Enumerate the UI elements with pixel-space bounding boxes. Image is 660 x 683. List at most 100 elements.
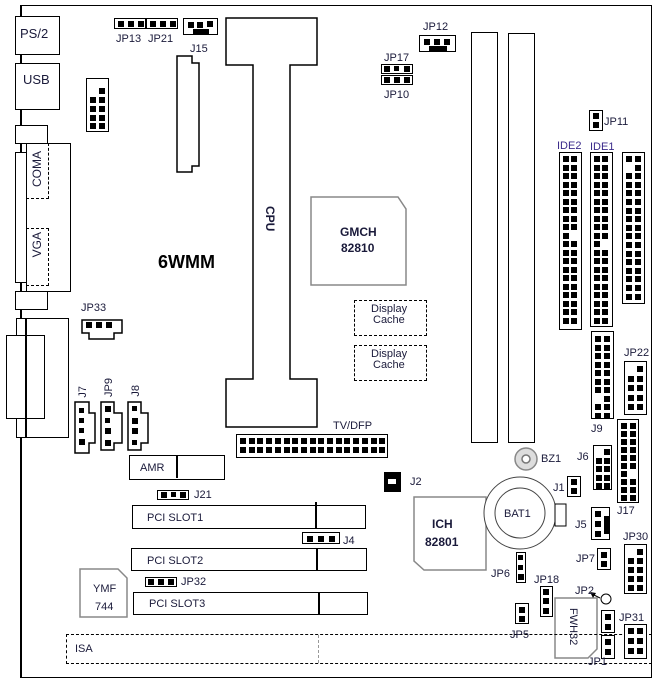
- pin: [626, 207, 632, 214]
- pin: [635, 233, 641, 240]
- jp17-header[interactable]: [381, 64, 413, 74]
- pin: [602, 224, 608, 230]
- pin: [595, 378, 601, 385]
- pin: [595, 412, 601, 419]
- pin: [594, 283, 600, 290]
- pin: [344, 447, 351, 453]
- jp11-header[interactable]: [589, 110, 603, 131]
- pin: [596, 457, 602, 464]
- pin: [604, 449, 610, 455]
- j1-label: J1: [553, 482, 565, 494]
- jp5-label: JP5: [510, 629, 529, 641]
- pin: [266, 447, 273, 453]
- jp12-header[interactable]: [419, 35, 456, 52]
- floppy-connector[interactable]: [622, 152, 645, 304]
- pci-slot-2-label: PCI SLOT2: [147, 555, 204, 567]
- j9-header[interactable]: [591, 331, 614, 419]
- pin: [571, 215, 577, 222]
- pin: [594, 198, 600, 205]
- jp33-label: JP33: [81, 302, 107, 314]
- pin: [626, 156, 632, 162]
- pin: [637, 549, 643, 555]
- jp2-header[interactable]: [601, 610, 615, 633]
- tv-dfp-connector[interactable]: [236, 434, 388, 458]
- jp31-label: JP31: [619, 612, 645, 624]
- audio-connector-stem: [25, 318, 27, 438]
- pin: [563, 300, 569, 307]
- pin: [309, 447, 316, 453]
- pin: [571, 181, 577, 188]
- jp21-header[interactable]: [146, 18, 178, 29]
- pin: [628, 567, 634, 573]
- jp5-header[interactable]: [515, 603, 529, 624]
- pin: [604, 466, 610, 472]
- cd-in-connector: [176, 55, 200, 173]
- pin: [595, 353, 601, 359]
- j1-header[interactable]: [567, 476, 581, 497]
- ide2-connector[interactable]: [559, 152, 582, 330]
- jp30-header[interactable]: [624, 544, 647, 594]
- jp1-header[interactable]: [601, 635, 615, 659]
- jp33-header: [81, 319, 123, 340]
- pin: [621, 471, 627, 477]
- jp32-header[interactable]: [145, 577, 177, 587]
- pin: [635, 199, 641, 205]
- jp31-header[interactable]: [624, 624, 647, 659]
- j7-header: [74, 401, 96, 454]
- jp13-header[interactable]: [114, 18, 146, 29]
- pin: [630, 447, 636, 453]
- amr-slot: AMR: [129, 455, 225, 480]
- pin: [594, 266, 600, 273]
- pin: [602, 266, 608, 273]
- pin: [563, 309, 569, 315]
- pin: [630, 431, 636, 437]
- usb-connector: USB: [15, 63, 60, 110]
- j5-label: J5: [575, 519, 587, 531]
- pin: [571, 300, 577, 307]
- pin: [628, 385, 634, 391]
- jp18-header[interactable]: [540, 586, 553, 617]
- j15-header[interactable]: [183, 18, 218, 35]
- pin: [292, 438, 299, 444]
- pin: [635, 156, 641, 162]
- pin: [626, 242, 632, 248]
- usb-header[interactable]: [86, 78, 109, 132]
- pin: [635, 190, 641, 197]
- jp2-jumper: [600, 593, 612, 605]
- j5-header[interactable]: [591, 507, 610, 540]
- pin: [602, 181, 608, 188]
- jp6-header[interactable]: [516, 552, 526, 583]
- j4-header[interactable]: [302, 532, 340, 544]
- pin: [628, 558, 634, 564]
- pin: [602, 317, 608, 324]
- pin: [602, 215, 608, 222]
- j6-header[interactable]: [593, 445, 612, 490]
- j21-header[interactable]: [157, 490, 189, 500]
- pin: [595, 336, 601, 342]
- j2-header[interactable]: [384, 472, 401, 492]
- pin: [630, 495, 636, 501]
- j17-header[interactable]: [617, 419, 639, 503]
- pin: [266, 438, 273, 444]
- j2-label: J2: [410, 476, 422, 488]
- pin: [621, 479, 627, 485]
- jp22-header[interactable]: [624, 361, 647, 415]
- pin: [283, 447, 290, 453]
- pin: [626, 190, 632, 197]
- pin: [594, 190, 600, 196]
- pin: [240, 447, 246, 453]
- pin: [563, 207, 569, 213]
- pin: [594, 317, 600, 324]
- pin: [595, 387, 601, 393]
- pin: [257, 438, 264, 444]
- pin: [370, 438, 377, 444]
- pin: [353, 447, 360, 453]
- gmch-part: 82810: [341, 241, 375, 255]
- jp1-label: JP1: [588, 656, 607, 668]
- ide1-connector[interactable]: [590, 152, 613, 327]
- jp7-header[interactable]: [597, 548, 611, 570]
- jp10-header[interactable]: [381, 75, 413, 85]
- pin: [637, 567, 643, 573]
- pin: [637, 585, 643, 591]
- pin: [626, 250, 632, 257]
